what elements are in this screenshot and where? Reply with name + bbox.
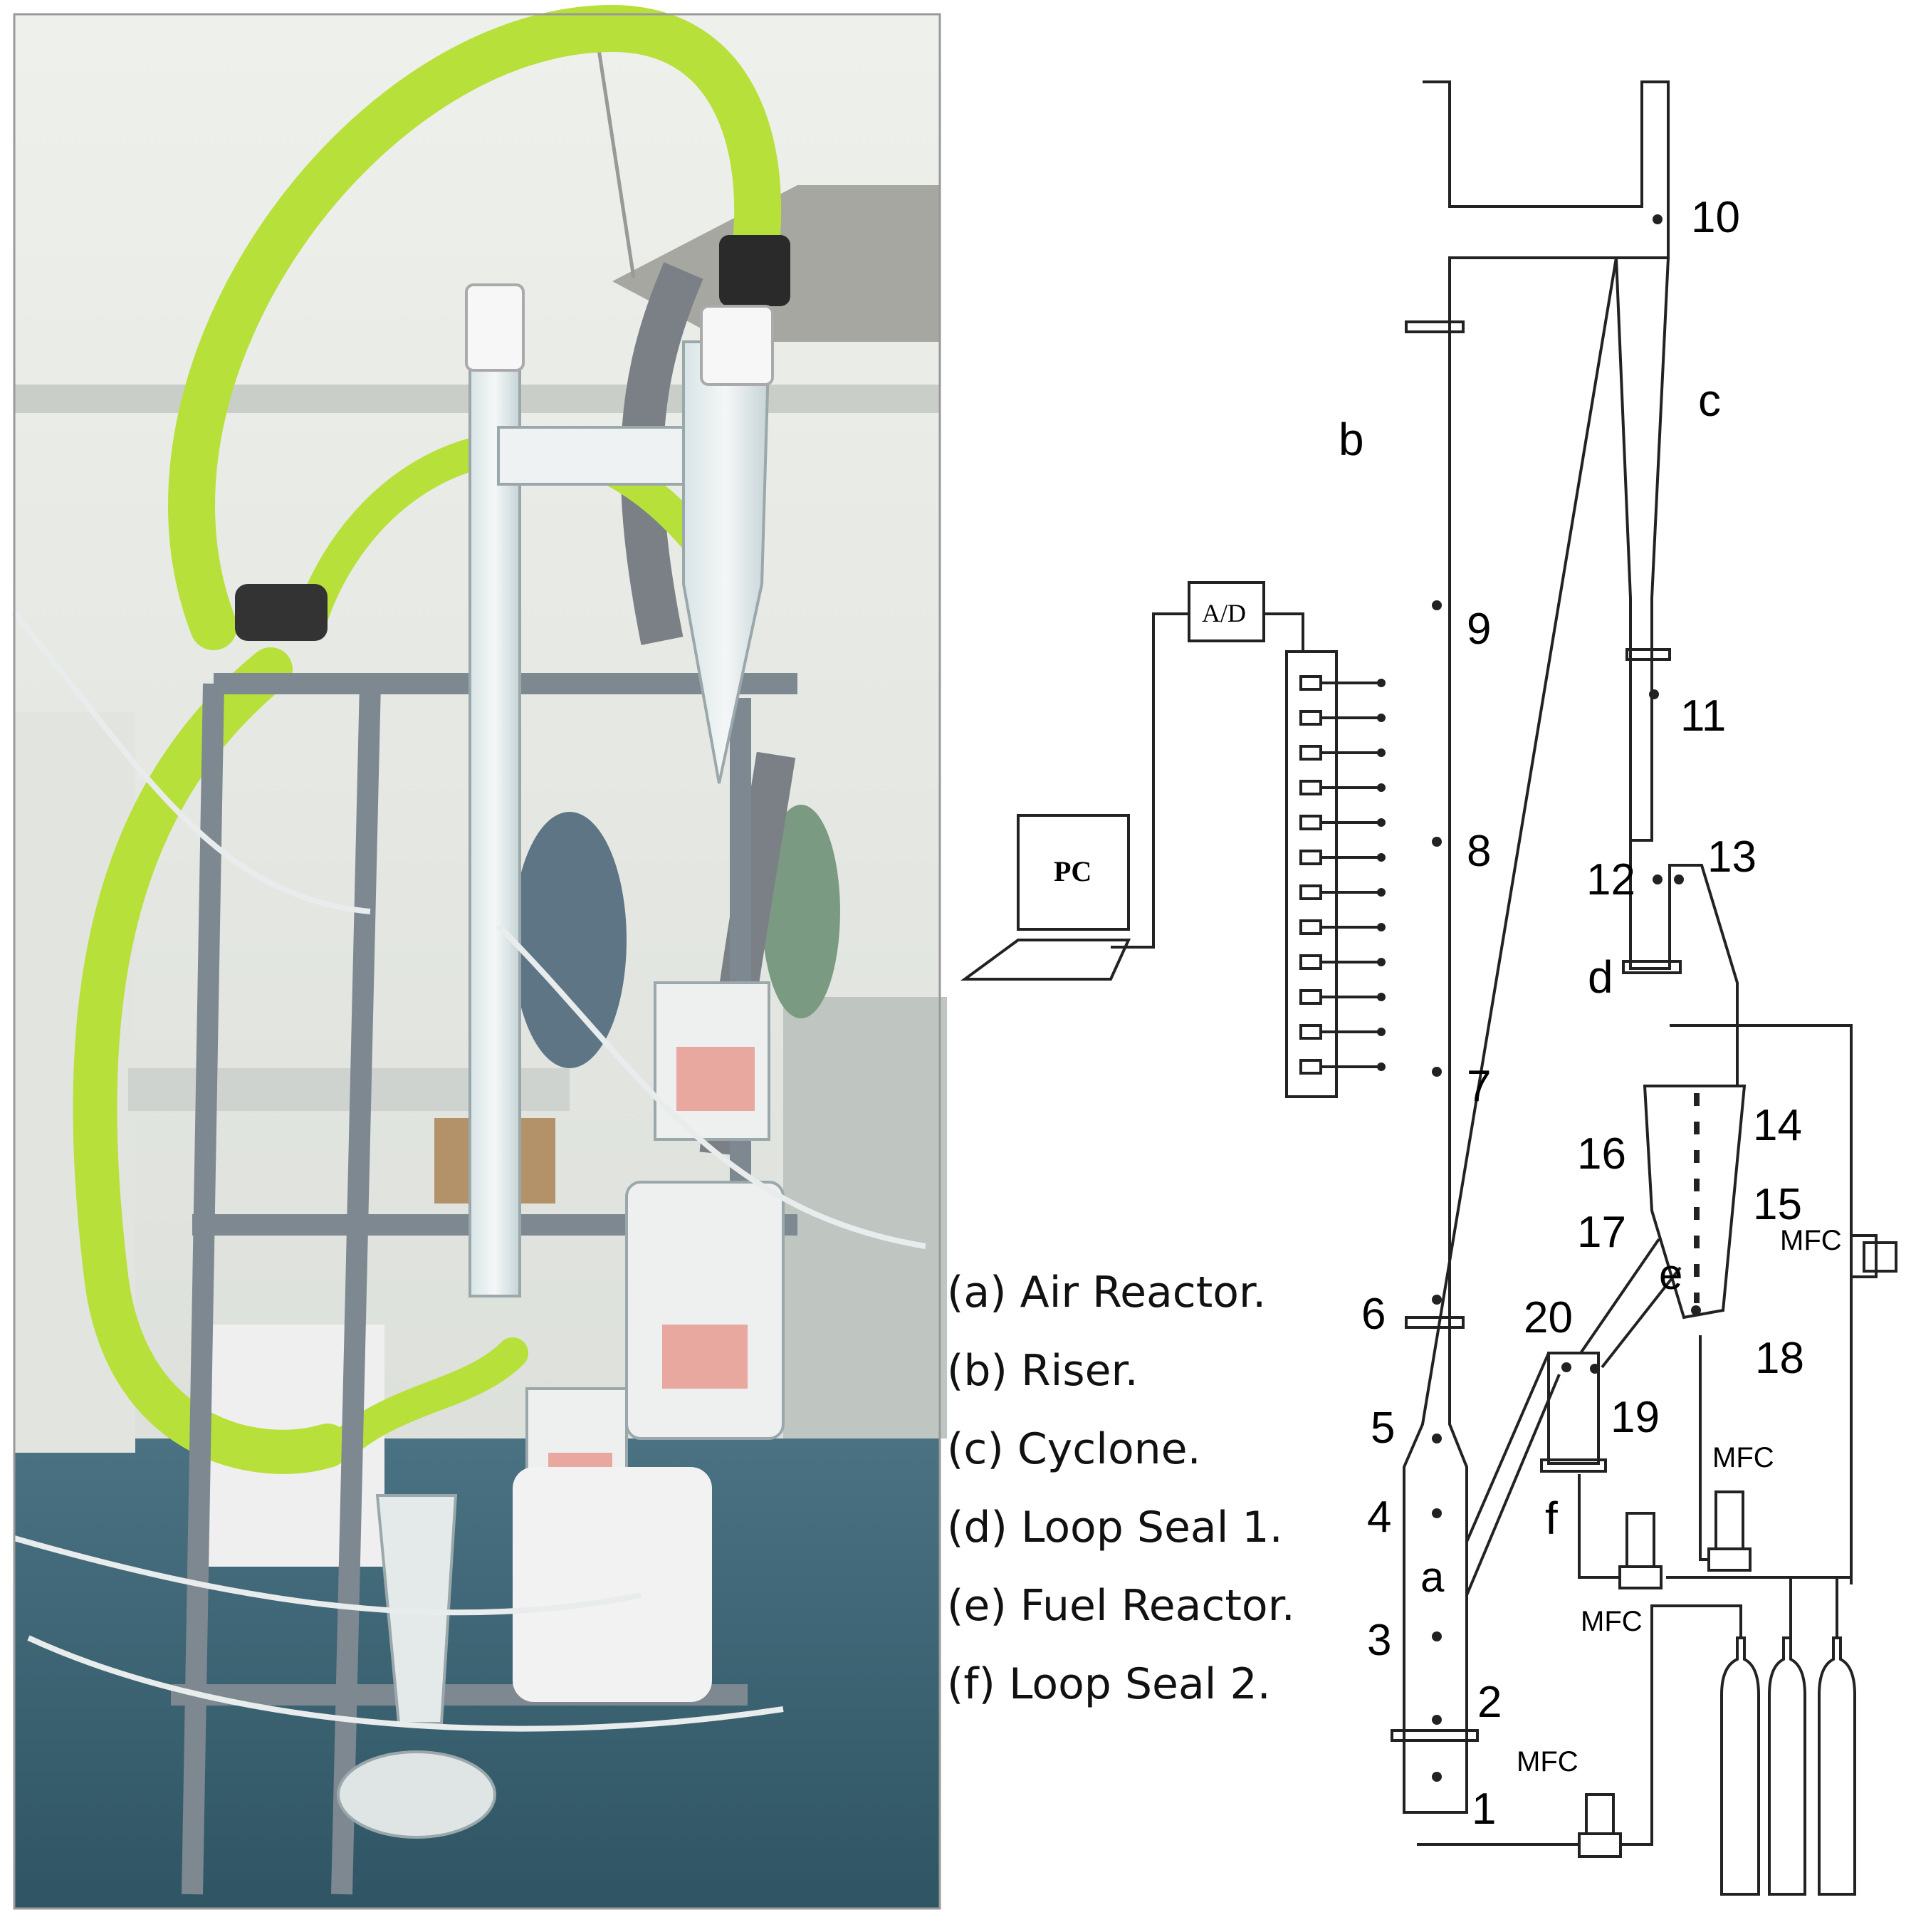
port-number-3: 3 <box>1367 1616 1392 1665</box>
box-label-pc: PC <box>1054 855 1092 887</box>
photo-hose-top-arc <box>168 4 782 650</box>
photo-border <box>13 13 941 1910</box>
port-number-17: 17 <box>1577 1208 1626 1257</box>
legend-item-riser: (b) Riser. <box>947 1346 1138 1396</box>
mfc-label-right: MFC <box>1780 1225 1842 1256</box>
port-number-15: 15 <box>1753 1180 1802 1229</box>
photo-floor <box>14 1438 940 1908</box>
photo-riser-cap <box>465 283 525 372</box>
photo-hose-lower <box>326 1337 528 1461</box>
mfc-label-ls2: MFC <box>1581 1606 1643 1637</box>
port-number-19: 19 <box>1611 1393 1660 1442</box>
port-number-9: 9 <box>1467 605 1492 654</box>
legend-item-loop-seal-2: (f) Loop Seal 2. <box>947 1659 1271 1709</box>
photo-loop-seal-1-bed <box>676 1047 755 1111</box>
port-number-13: 13 <box>1707 832 1756 882</box>
section-label-c: c <box>1698 375 1721 426</box>
photo-crossover <box>497 426 699 486</box>
photo-cyclone-cap <box>700 305 774 386</box>
section-label-f: f <box>1545 1493 1558 1544</box>
photo-cabinet-right <box>783 997 947 1438</box>
port-number-4: 4 <box>1367 1493 1392 1542</box>
photo-fuel-reactor-bed <box>662 1325 748 1389</box>
section-label-b: b <box>1339 414 1364 465</box>
port-number-12: 12 <box>1586 855 1635 904</box>
port-number-1: 1 <box>1472 1785 1497 1834</box>
port-number-10: 10 <box>1691 193 1740 242</box>
port-number-2: 2 <box>1477 1678 1502 1727</box>
port-number-6: 6 <box>1361 1290 1386 1339</box>
photo-cylinder-white <box>513 1467 712 1702</box>
box-label-ad: A/D <box>1202 599 1246 627</box>
port-number-20: 20 <box>1524 1293 1573 1342</box>
section-label-a: a <box>1420 1553 1445 1601</box>
legend-item-air-reactor: (a) Air Reactor. <box>947 1268 1267 1317</box>
port-number-5: 5 <box>1371 1404 1396 1453</box>
legend: (a) Air Reactor. (b) Riser. (c) Cyclone.… <box>947 1253 1295 1723</box>
port-number-14: 14 <box>1753 1101 1802 1150</box>
photo-tubes <box>11 610 926 1732</box>
photo-air-reactor-base <box>337 1750 496 1839</box>
section-label-d: d <box>1588 951 1613 1003</box>
mfc-label-fr: MFC <box>1712 1442 1774 1473</box>
photo-hose-down <box>73 647 350 1474</box>
section-label-e: e <box>1659 1250 1683 1298</box>
photo-hose-coupling-top <box>719 235 790 306</box>
mfc-label-bottom: MFC <box>1517 1746 1578 1777</box>
port-number-16: 16 <box>1577 1129 1626 1179</box>
port-number-11: 11 <box>1680 691 1727 741</box>
photo-hose-coupling <box>235 584 328 641</box>
photo-gas-cylinder-blue <box>513 812 627 1068</box>
legend-item-cyclone: (c) Cyclone. <box>947 1424 1201 1474</box>
legend-item-loop-seal-1: (d) Loop Seal 1. <box>947 1503 1283 1552</box>
port-number-7: 7 <box>1467 1062 1492 1111</box>
legend-item-fuel-reactor: (e) Fuel Reactor. <box>947 1581 1295 1631</box>
port-number-18: 18 <box>1755 1334 1804 1383</box>
apparatus-photo <box>11 4 947 1910</box>
port-number-8: 8 <box>1467 827 1492 876</box>
photo-gas-cylinder-green <box>762 805 840 1018</box>
photo-hood-wire <box>592 21 636 278</box>
